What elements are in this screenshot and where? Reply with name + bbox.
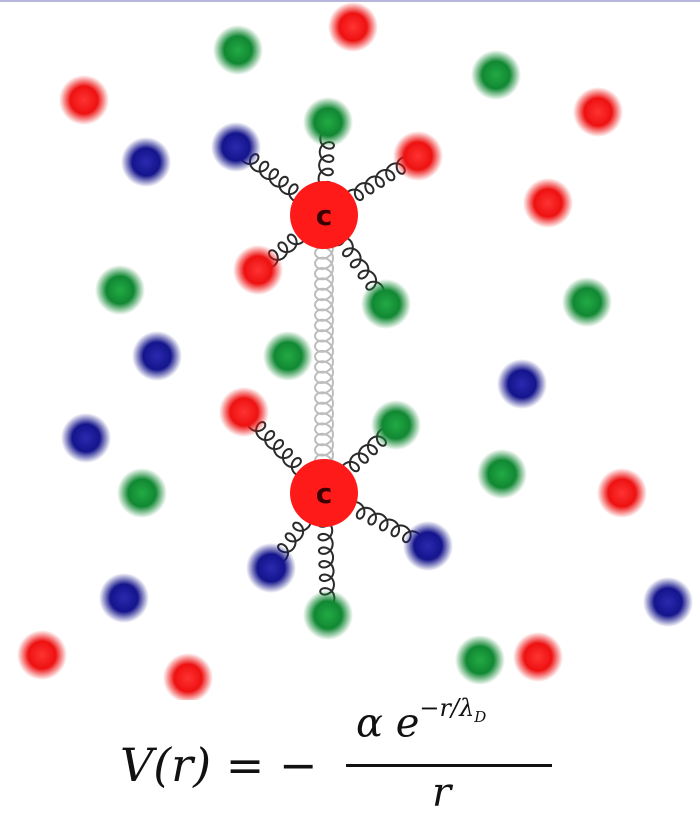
green-quark	[303, 590, 353, 640]
quark-plasma-diagram: cc	[17, 2, 693, 700]
blue-quark	[211, 122, 261, 172]
blue-quark	[643, 577, 693, 627]
green-quark	[263, 331, 313, 381]
blue-quark	[403, 521, 453, 571]
screened-gluon-string	[313, 235, 335, 478]
green-quark	[371, 400, 421, 450]
charm-quarks: cc	[290, 181, 358, 527]
blue-quark	[497, 359, 547, 409]
formula-numerator: α e−r/λD	[356, 694, 487, 747]
red-quark	[233, 245, 283, 295]
charm-quark-label: c	[316, 199, 333, 232]
green-quark	[117, 468, 167, 518]
red-quark	[328, 2, 378, 52]
charm-quark-label: c	[316, 477, 333, 510]
debye-screened-potential-formula: V(r) = − α e−r/λD r	[0, 690, 700, 820]
red-quark	[597, 468, 647, 518]
green-quark	[361, 279, 411, 329]
green-quark	[471, 50, 521, 100]
blue-quark	[121, 137, 171, 187]
red-quark	[219, 387, 269, 437]
red-quark	[163, 653, 213, 700]
fraction-bar	[346, 764, 552, 767]
charm-quark	[290, 181, 358, 249]
top-border	[0, 0, 700, 2]
blue-quark	[61, 413, 111, 463]
green-quark	[455, 635, 505, 685]
red-quark	[59, 75, 109, 125]
red-quark	[393, 131, 443, 181]
formula-denominator: r	[432, 770, 452, 816]
formula-lhs: V(r) = −	[120, 738, 318, 792]
blue-quark	[99, 573, 149, 623]
green-quark	[562, 277, 612, 327]
blue-quark	[132, 331, 182, 381]
blue-quark	[246, 543, 296, 593]
green-quark	[303, 97, 353, 147]
green-quark	[213, 25, 263, 75]
light-quarks	[17, 2, 693, 700]
red-quark	[523, 178, 573, 228]
green-quark	[95, 265, 145, 315]
red-quark	[17, 630, 67, 680]
green-quark	[477, 449, 527, 499]
charm-quark	[290, 459, 358, 527]
red-quark	[573, 87, 623, 137]
red-quark	[513, 632, 563, 682]
